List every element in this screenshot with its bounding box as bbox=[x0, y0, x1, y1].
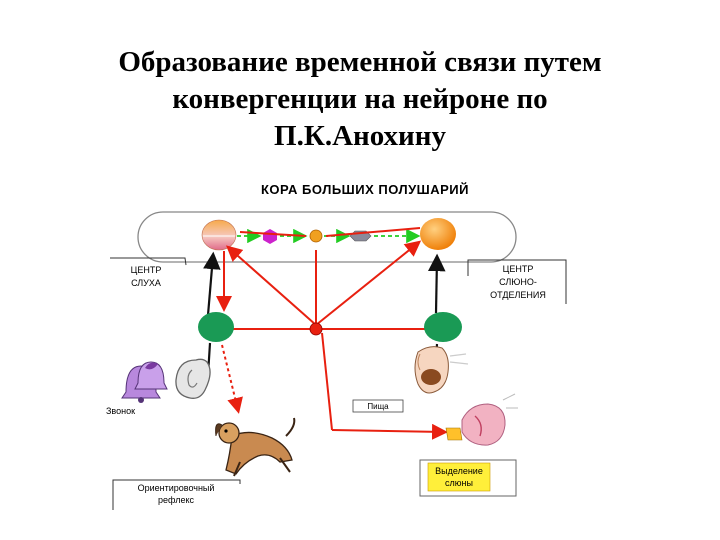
title-line-2: конвергенции на нейроне по bbox=[172, 83, 548, 115]
title-line-3: П.К.Анохину bbox=[274, 120, 446, 152]
tongue-icon bbox=[414, 346, 469, 394]
slide-title: Образование временной связи путем конвер… bbox=[60, 44, 660, 155]
dog-icon bbox=[215, 417, 296, 477]
saliva-output-line1: Выделение bbox=[435, 466, 483, 476]
cortex-label: КОРА БОЛЬШИХ ПОЛУШАРИЙ bbox=[261, 182, 469, 197]
salivation-center-line1: ЦЕНТР bbox=[503, 264, 534, 274]
cortex-band bbox=[137, 211, 517, 263]
food-label-text: Пища bbox=[367, 402, 389, 411]
saliva-output-line2: слюны bbox=[445, 478, 473, 488]
saliva-output-label: Выделение слюны bbox=[419, 459, 517, 497]
hearing-subcortical-node bbox=[198, 312, 234, 342]
bell-icon bbox=[121, 361, 168, 403]
hearing-center-label: ЦЕНТР СЛУХА bbox=[110, 257, 187, 288]
bell-label: Звонок bbox=[106, 406, 135, 416]
convergence-red-paths bbox=[216, 227, 448, 440]
hearing-center-neuron bbox=[201, 219, 237, 251]
salivation-center-neuron bbox=[420, 218, 456, 250]
salivation-center-line3: ОТДЕЛЕНИЯ bbox=[490, 290, 546, 300]
hearing-center-line2: СЛУХА bbox=[131, 278, 161, 288]
orienting-reflex-line2: рефлекс bbox=[158, 495, 195, 505]
title-line-1: Образование временной связи путем bbox=[118, 46, 602, 78]
convergence-cortex-node bbox=[309, 229, 323, 243]
convergence-subcortical-node bbox=[309, 322, 323, 336]
afferent-paths bbox=[203, 251, 446, 376]
salivation-subcortical-node bbox=[424, 312, 462, 342]
salivation-center-label: ЦЕНТР СЛЮНО- ОТДЕЛЕНИЯ bbox=[467, 259, 567, 304]
orienting-reflex-line1: Ориентировочный bbox=[138, 483, 215, 493]
ear-icon bbox=[175, 358, 211, 399]
salivation-center-line2: СЛЮНО- bbox=[499, 277, 537, 287]
orienting-reflex-label: Ориентировочный рефлекс bbox=[112, 479, 241, 510]
hearing-center-line1: ЦЕНТР bbox=[131, 265, 162, 275]
salivary-gland-icon bbox=[445, 393, 518, 446]
food-label: Пища bbox=[352, 399, 404, 413]
